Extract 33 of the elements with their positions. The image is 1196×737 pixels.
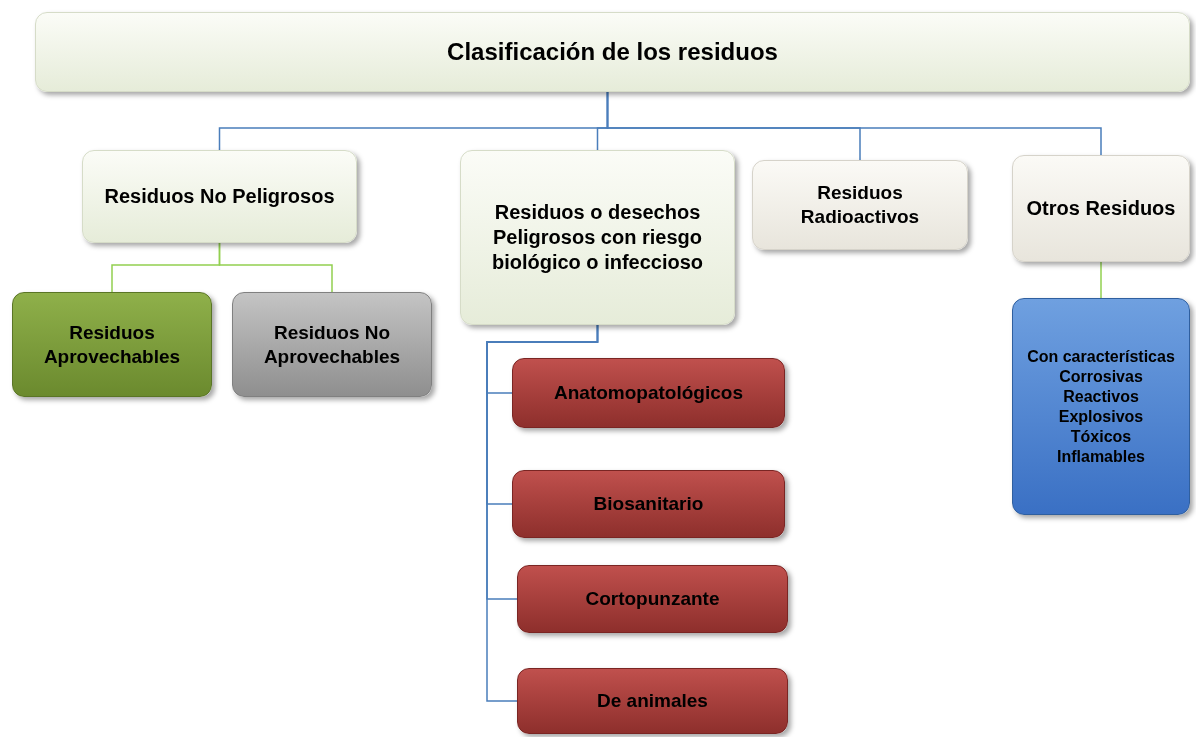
box-label: Reactivos: [1063, 386, 1139, 407]
characteristics-box: [1012, 298, 1190, 515]
box-label: Residuos Aprovechables: [42, 320, 182, 369]
category-box: [1012, 155, 1190, 262]
subcategory-box: [517, 668, 788, 734]
subcategory-box: [12, 292, 212, 397]
subcategory-box: [512, 470, 785, 538]
box-label: De animales: [597, 689, 708, 713]
connector-line: [606, 91, 1102, 156]
subcategory-box: [232, 292, 432, 397]
box-label: Residuos No Aprovechables: [262, 320, 402, 369]
connector-line: [218, 242, 333, 293]
box-label: Residuos o desechos Peligrosos con riesgo biológico o infeccioso: [490, 200, 705, 275]
box-label: Tóxicos: [1070, 426, 1132, 447]
box-label: Clasificación de los residuos: [447, 37, 778, 67]
category-box: [82, 150, 357, 243]
connector-line: [1100, 261, 1102, 299]
box-label: Con características: [1027, 346, 1175, 367]
box-label: Explosivos: [1058, 406, 1144, 427]
box-label: Biosanitario: [593, 492, 704, 516]
title-box: [35, 12, 1190, 92]
box-label: Anatomopatológicos: [554, 381, 743, 405]
box-label: Residuos Radioactivos: [799, 181, 921, 229]
connector-line: [486, 324, 599, 702]
box-label: Corrosivas: [1059, 366, 1143, 387]
box-label: Cortopunzante: [585, 587, 720, 611]
box-label: Inflamables: [1057, 446, 1145, 467]
category-box: [460, 150, 735, 325]
category-box: [752, 160, 968, 250]
subcategory-box: [512, 358, 785, 428]
box-label: Residuos No Peligrosos: [104, 184, 335, 209]
subcategory-box: [517, 565, 788, 633]
box-label: Otros Residuos: [1026, 196, 1176, 221]
